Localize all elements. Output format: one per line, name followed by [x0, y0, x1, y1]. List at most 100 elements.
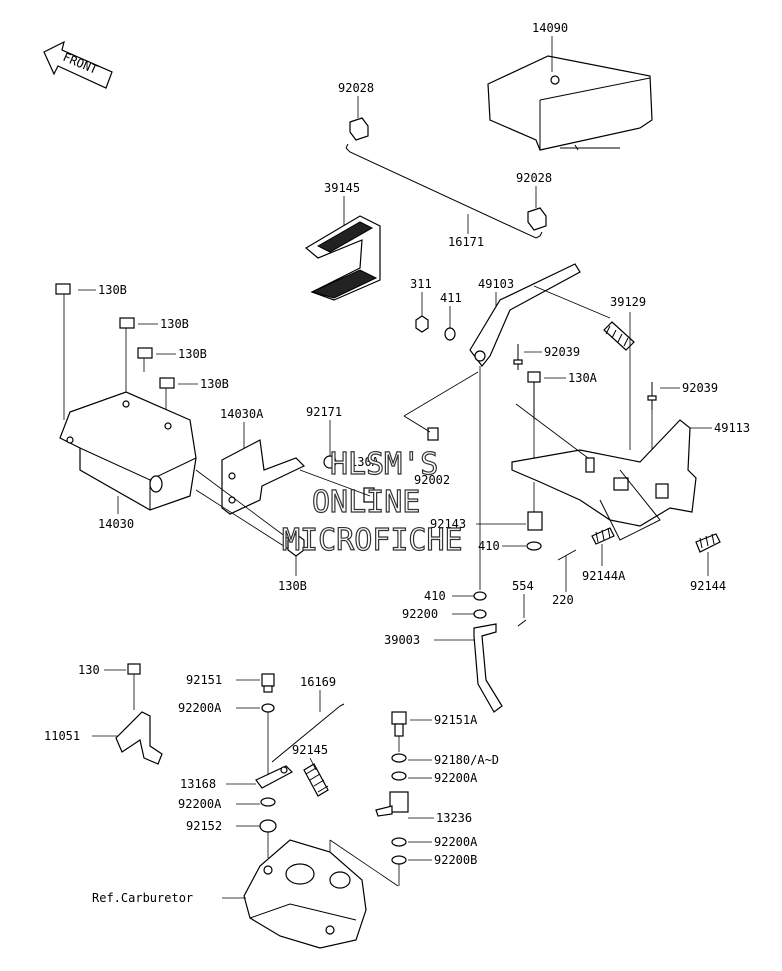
- bolt-130: [127, 663, 141, 675]
- label-13168: 13168: [180, 777, 216, 791]
- label-92200A-2: 92200A: [434, 771, 478, 785]
- washer-92200A-4: [391, 837, 407, 847]
- label-92200: 92200: [402, 607, 438, 621]
- rod-16169: [271, 703, 345, 763]
- label-92200B: 92200B: [434, 853, 477, 867]
- watermark-line-1: HLSM'S: [330, 447, 438, 482]
- label-leaders: [78, 289, 712, 899]
- bracket-11051: [115, 711, 163, 765]
- label-130B-4: 130B: [200, 377, 229, 391]
- front-arrow-icon: FRONT: [43, 40, 113, 89]
- label-49113: 49113: [714, 421, 750, 435]
- label-92171: 92171: [306, 405, 342, 419]
- washer-410-a: [526, 541, 542, 551]
- label-411: 411: [440, 291, 462, 305]
- label-14030A: 14030A: [220, 407, 264, 421]
- pin-92039-b: [647, 382, 657, 410]
- washer-92200: [473, 609, 487, 619]
- label-130B-3: 130B: [178, 347, 207, 361]
- bolt-92151A: [391, 711, 407, 737]
- bolt-130B-3: [137, 347, 153, 359]
- label-92145: 92145: [292, 743, 328, 757]
- label-554: 554: [512, 579, 534, 593]
- washer-410-b: [473, 591, 487, 601]
- label-311: 311: [410, 277, 432, 291]
- spring-92144: [695, 533, 721, 553]
- spring-92144A: [591, 527, 615, 545]
- washer-411: [444, 327, 456, 341]
- label-92143: 92143: [430, 517, 466, 531]
- box-14030: [59, 391, 197, 511]
- bracket-39145: [304, 215, 381, 301]
- label-410-b: 410: [424, 589, 446, 603]
- bolt-130A-upper: [527, 371, 541, 420]
- bolt-130B-4: [159, 377, 175, 389]
- clip-92028-lower: [527, 207, 547, 231]
- label-92002: 92002: [414, 473, 450, 487]
- label-92200A-4: 92200A: [434, 835, 478, 849]
- part-labels: 14090 92028 92028 39145 16171 49103 311 …: [44, 21, 750, 905]
- label-130B-1: 130B: [98, 283, 127, 297]
- label-92039-a: 92039: [544, 345, 580, 359]
- bracket-49113: [511, 419, 697, 541]
- label-410-a: 410: [478, 539, 500, 553]
- pin-554: [517, 619, 527, 627]
- bolt-92151: [261, 673, 275, 693]
- label-92200A-3: 92200A: [178, 797, 222, 811]
- nut-130B-5: [287, 533, 305, 557]
- bolt-130B-2: [119, 317, 135, 329]
- label-16169: 16169: [300, 675, 336, 689]
- label-92200A-1: 92200A: [178, 701, 222, 715]
- bolt-92002: [403, 415, 439, 441]
- carburetor: [243, 839, 367, 949]
- shim-92180: [391, 753, 407, 763]
- label-14030: 14030: [98, 517, 134, 531]
- spring-39129: [603, 321, 635, 351]
- label-14090: 14090: [532, 21, 568, 35]
- label-92144A: 92144A: [582, 569, 626, 583]
- label-ref-carburetor: Ref.Carburetor: [92, 891, 193, 905]
- pin-92039-a: [513, 344, 523, 370]
- watermark-line-3: MICROFICHE: [282, 523, 463, 558]
- clip-92028-top: [349, 117, 369, 141]
- label-130: 130: [78, 663, 100, 677]
- screw-220: [557, 549, 577, 561]
- label-92028-top: 92028: [338, 81, 374, 95]
- label-16171: 16171: [448, 235, 484, 249]
- label-39145: 39145: [324, 181, 360, 195]
- label-11051: 11051: [44, 729, 80, 743]
- label-92144: 92144: [690, 579, 726, 593]
- lever-39003: [473, 623, 503, 713]
- label-130A-lower: 130A: [350, 455, 380, 469]
- label-92039-b: 92039: [682, 381, 718, 395]
- label-220: 220: [552, 593, 574, 607]
- label-49103: 49103: [478, 277, 514, 291]
- bolt-130A-lower: [363, 487, 375, 503]
- bolt-130B-1: [55, 283, 71, 295]
- label-92028-lower: 92028: [516, 171, 552, 185]
- label-130A-upper: 130A: [568, 371, 598, 385]
- washer-92200A-1: [261, 703, 275, 713]
- label-92152: 92152: [186, 819, 222, 833]
- washer-92200A-2: [260, 797, 276, 807]
- label-130B-5: 130B: [278, 579, 307, 593]
- label-39003: 39003: [384, 633, 420, 647]
- watermark: HLSM'S ONLINE MICROFICHE: [281, 446, 463, 558]
- lever-13236: [375, 791, 409, 817]
- lever-13168: [255, 765, 293, 789]
- label-130B-2: 130B: [160, 317, 189, 331]
- washer-92200B: [391, 855, 407, 865]
- label-39129: 39129: [610, 295, 646, 309]
- washer-92200A-3: [391, 771, 407, 781]
- watermark-line-2: ONLINE: [312, 485, 420, 520]
- spring-92145: [303, 763, 329, 797]
- collar-92152: [259, 819, 277, 833]
- bracket-14030A: [221, 439, 306, 515]
- label-13236: 13236: [436, 811, 472, 825]
- label-92151: 92151: [186, 673, 222, 687]
- label-92151A: 92151A: [434, 713, 478, 727]
- label-92180: 92180/A~D: [434, 753, 499, 767]
- nut-311: [415, 315, 429, 333]
- rod-16171: [345, 143, 543, 239]
